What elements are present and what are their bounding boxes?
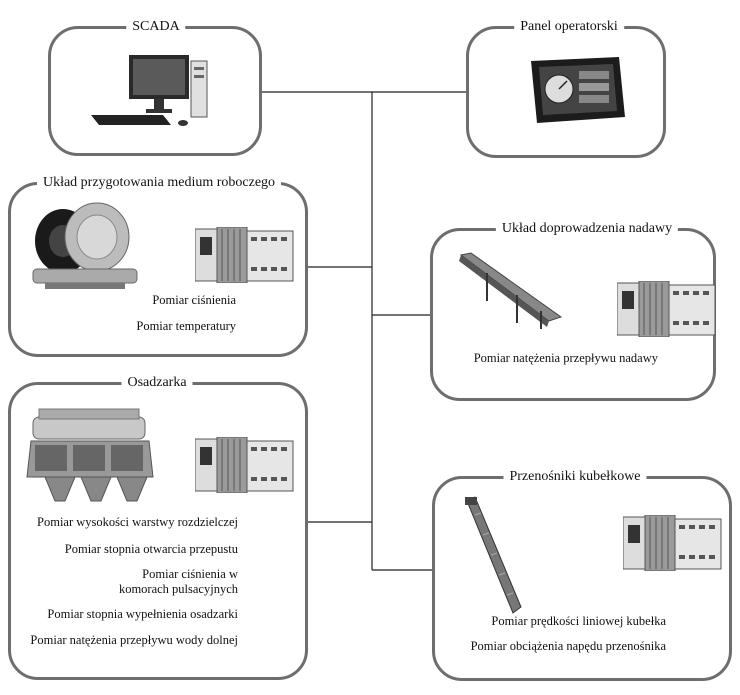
scada-title: SCADA bbox=[126, 18, 186, 36]
osadzarka-title: Osadzarka bbox=[121, 374, 193, 392]
plc-module-icon bbox=[195, 227, 294, 283]
measurement-label: Pomiar stopnia wypełnienia osadzarki bbox=[47, 607, 238, 621]
scada-box: SCADA bbox=[48, 18, 262, 156]
uklad-przygotowania-box: Układ przygotowania medium roboczego bbox=[8, 174, 308, 357]
osadzarka-box: Osadzarka bbox=[8, 374, 308, 680]
przenosniki-box: Przenośniki kubełkowe bbox=[432, 468, 732, 681]
uklad-przygotowania-title: Układ przygotowania medium roboczego bbox=[36, 174, 282, 192]
measurement-label: Pomiar obciążenia napędu przenośnika bbox=[470, 639, 666, 653]
panel-box: Panel operatorski bbox=[466, 18, 666, 158]
uklad-doprowadzenia-title: Układ doprowadzenia nadawy bbox=[495, 220, 679, 238]
measurement-label: Pomiar natężenia przepływu nadawy bbox=[473, 351, 658, 365]
panel-title: Panel operatorski bbox=[514, 18, 624, 36]
conveyor-trough-icon bbox=[459, 252, 563, 329]
measurement-label: Pomiar temperatury bbox=[136, 319, 236, 333]
bucket-elevator-icon bbox=[465, 496, 522, 614]
jig-machine-icon bbox=[26, 408, 154, 502]
measurement-label: komorach pulsacyjnych bbox=[118, 582, 238, 596]
measurement-label: Pomiar wysokości warstwy rozdzielczej bbox=[37, 515, 238, 529]
measurement-label: Pomiar ciśnienia w bbox=[142, 567, 238, 581]
measurement-label: Pomiar ciśnienia bbox=[152, 293, 236, 307]
plc-module-icon bbox=[623, 515, 722, 571]
przenosniki-title: Przenośniki kubełkowe bbox=[503, 468, 647, 486]
plc-module-icon bbox=[617, 281, 716, 337]
uklad-doprowadzenia-box: Układ doprowadzenia nadawy bbox=[430, 220, 716, 401]
measurement-label: Pomiar stopnia otwarcia przepustu bbox=[64, 542, 238, 556]
measurement-label: Pomiar prędkości liniowej kubełka bbox=[491, 614, 666, 628]
blower-icon bbox=[32, 202, 138, 289]
plc-module-icon bbox=[195, 437, 294, 493]
computer-icon bbox=[91, 55, 208, 126]
measurement-label: Pomiar natężenia przepływu wody dolnej bbox=[30, 633, 238, 647]
operator-panel-icon bbox=[531, 57, 625, 123]
